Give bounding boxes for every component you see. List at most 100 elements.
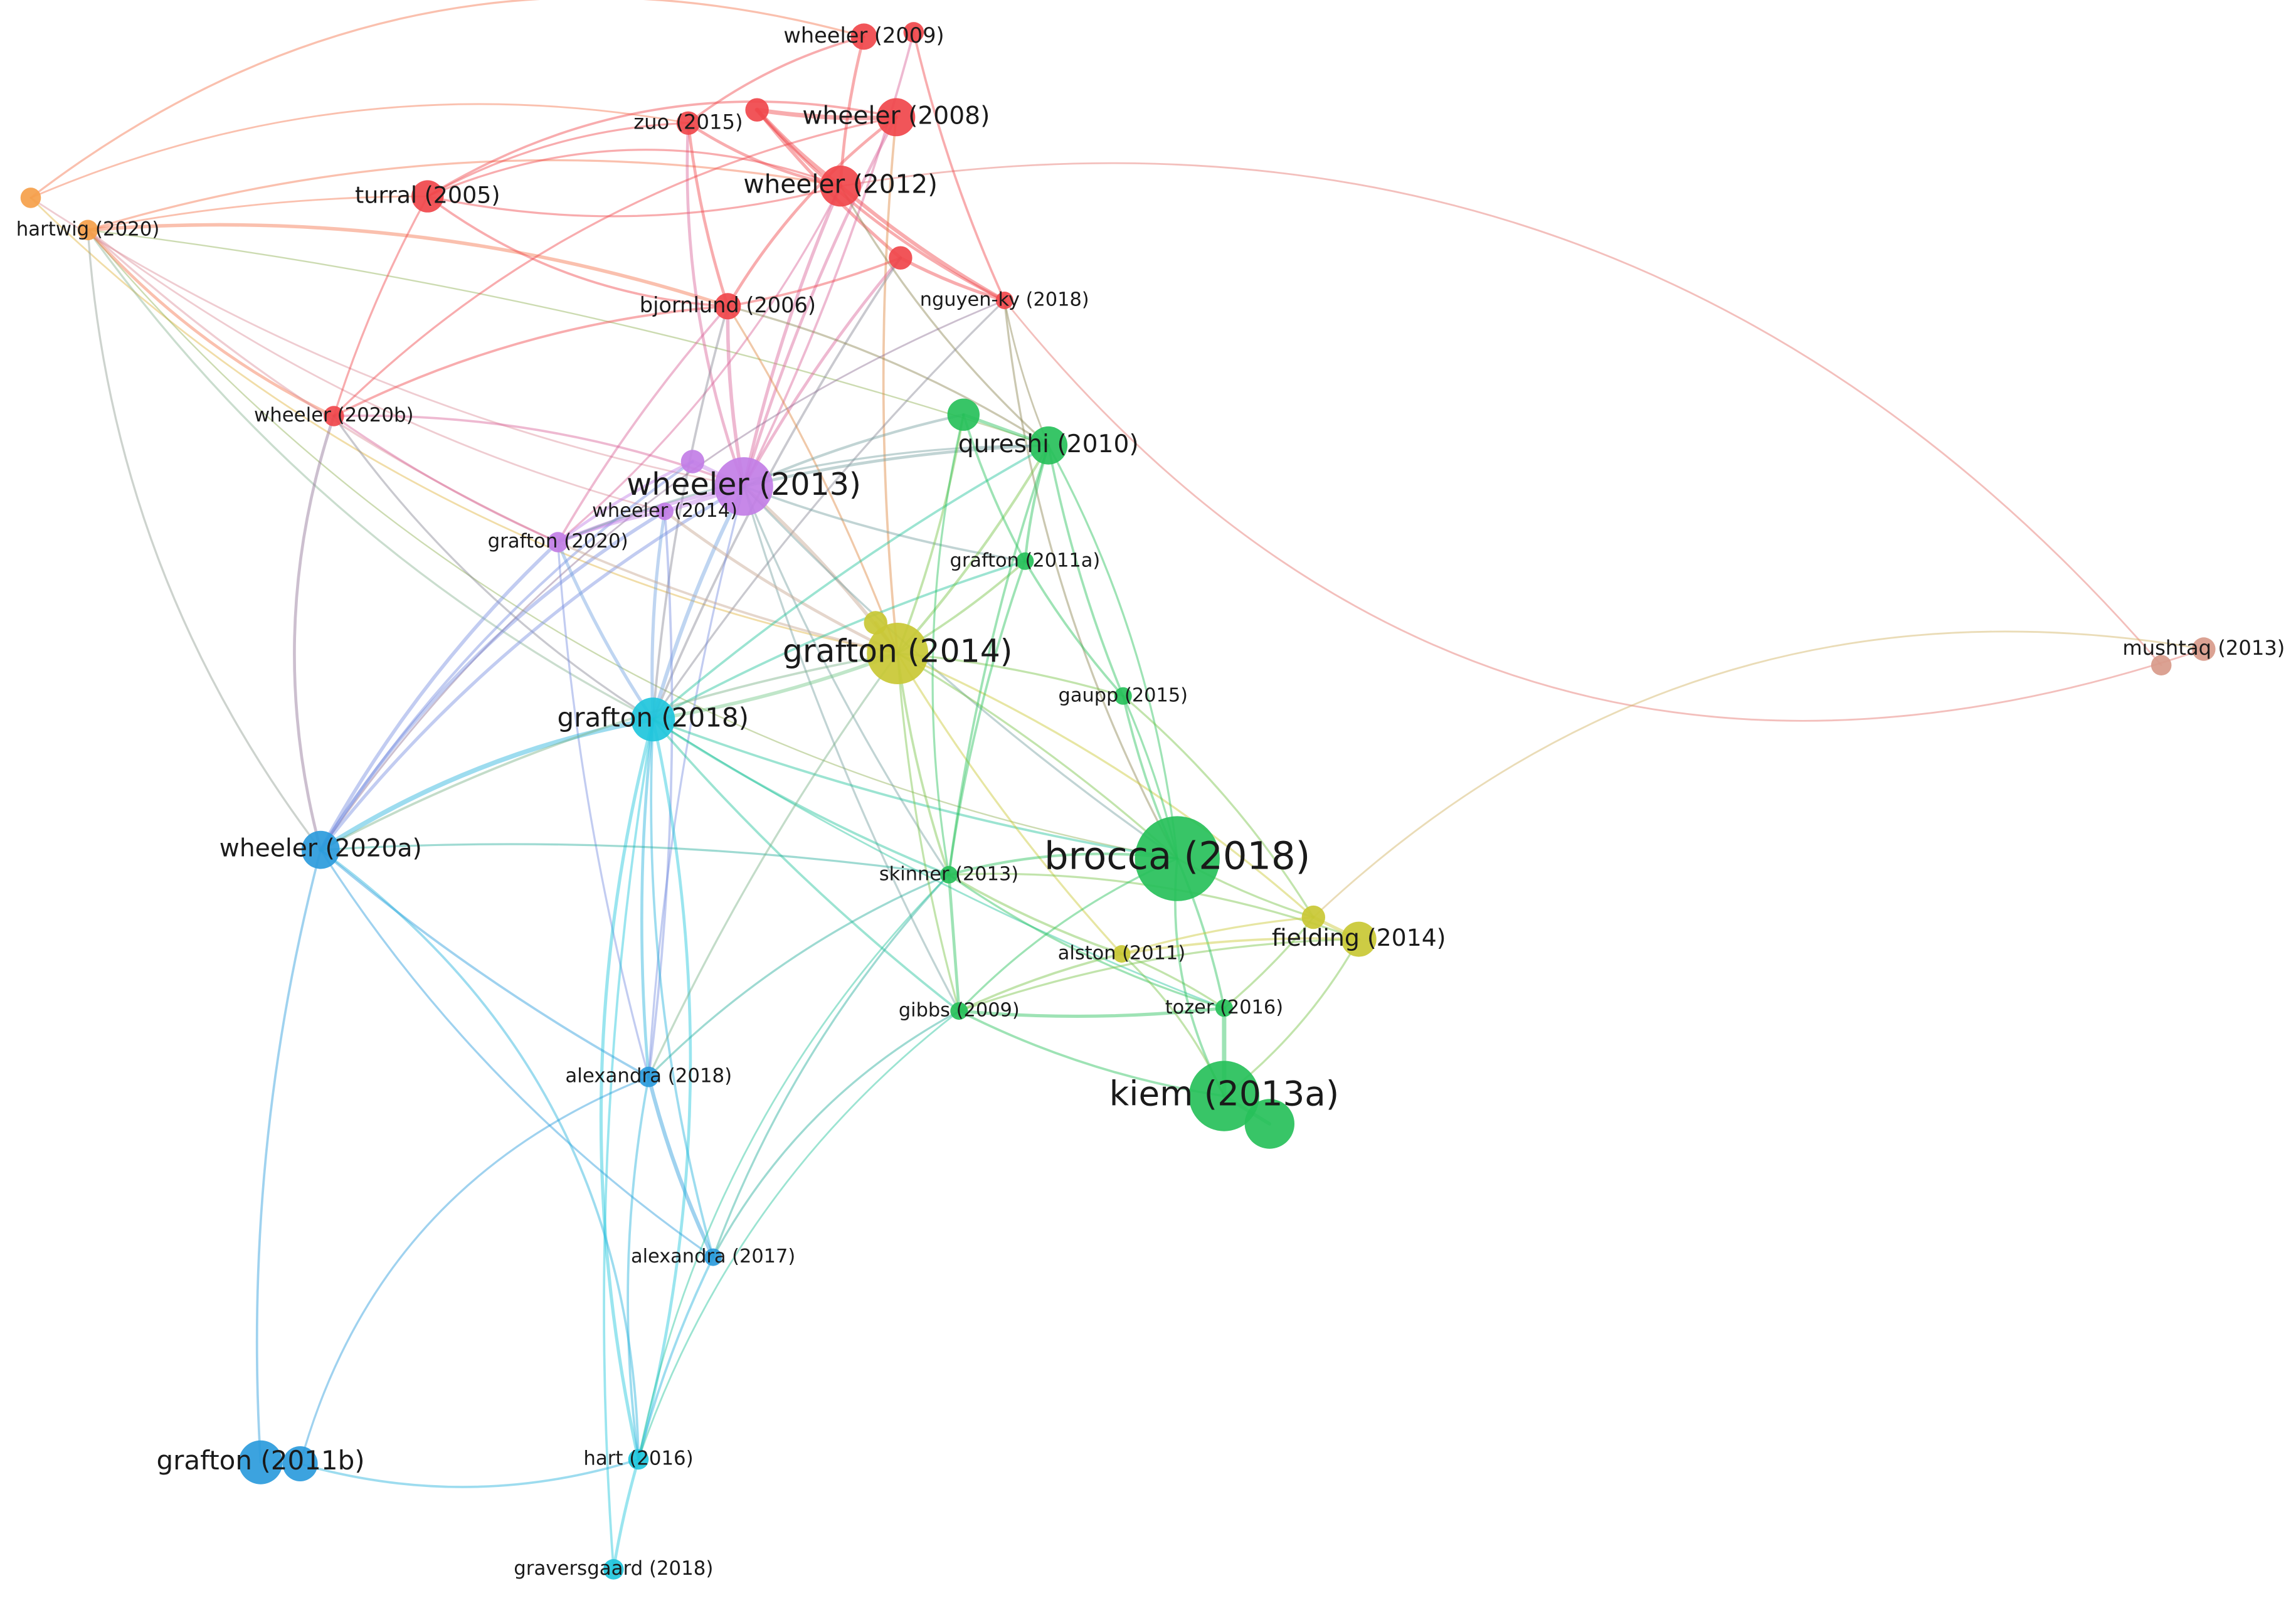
- node-label-fielding2014[interactable]: fielding (2014): [1272, 924, 1446, 951]
- edge-wheeler2012-nguyenky2018: [839, 184, 1007, 303]
- node-wheeler2020a[interactable]: [301, 830, 340, 869]
- node-fielding2014[interactable]: [1341, 921, 1377, 957]
- edge-gaupp2015-fieldingtop: [1122, 695, 1315, 919]
- node-mushtaq2[interactable]: [2151, 655, 2172, 675]
- edge-grafton2020-alexandra2018: [556, 541, 650, 1078]
- node-wheeler2013[interactable]: [714, 457, 773, 516]
- edge-grafton2011a-gaupp2015: [1024, 559, 1124, 697]
- node-grafton2020[interactable]: [548, 532, 568, 553]
- node-kiem2[interactable]: [1244, 1099, 1294, 1149]
- node-label-qureshi2010[interactable]: qureshi (2010): [958, 430, 1139, 458]
- node-label-brocca2018[interactable]: brocca (2018): [1044, 835, 1310, 879]
- edge-hartwig2020-grafton2020: [87, 229, 559, 544]
- node-redsmall[interactable]: [889, 246, 913, 270]
- node-wheeler2009b[interactable]: [903, 22, 924, 43]
- node-zuo2015b[interactable]: [745, 98, 769, 122]
- edge-grafton2018-qureshi2010: [652, 444, 1050, 721]
- node-hartwig2020[interactable]: [77, 220, 98, 241]
- node-label-hart2016[interactable]: hart (2016): [583, 1447, 693, 1470]
- node-zuo2015[interactable]: [676, 111, 701, 135]
- node-label-alston2011[interactable]: alston (2011): [1058, 943, 1185, 965]
- node-label-grafton2011b[interactable]: grafton (2011b): [157, 1445, 365, 1476]
- node-label-gaupp2015[interactable]: gaupp (2015): [1059, 684, 1188, 706]
- node-label-alexandra2017[interactable]: alexandra (2017): [631, 1246, 795, 1267]
- node-label-grafton2018[interactable]: grafton (2018): [558, 702, 749, 733]
- edge-wheeler2012-turral2005: [426, 149, 842, 198]
- node-label-grafton2020[interactable]: grafton (2020): [488, 530, 628, 553]
- node-label-wheeler2014[interactable]: wheeler (2014): [592, 500, 738, 522]
- node-grafton2018[interactable]: [631, 697, 675, 742]
- node-bjornlund2006[interactable]: [714, 293, 741, 320]
- node-grafton2011b[interactable]: [238, 1440, 283, 1484]
- node-kiem2013a[interactable]: [1188, 1061, 1259, 1131]
- edge-orangetop-wheeler2013: [29, 197, 745, 488]
- node-gibbs2009[interactable]: [950, 1002, 968, 1020]
- node-purple2[interactable]: [680, 450, 705, 473]
- edge-grafton2018-grafton2014: [651, 652, 900, 722]
- node-alexandra2018[interactable]: [638, 1066, 659, 1087]
- node-greentop[interactable]: [947, 398, 980, 431]
- node-graversgaard2018[interactable]: [603, 1559, 624, 1580]
- node-label-wheeler2009[interactable]: wheeler (2009): [783, 23, 944, 48]
- edge-wheeler2013-gibbs2009: [743, 485, 960, 1012]
- node-label-wheeler2020b[interactable]: wheeler (2020b): [254, 404, 414, 426]
- node-wheeler2012[interactable]: [820, 166, 861, 207]
- node-turral2005[interactable]: [411, 180, 444, 213]
- edge-greentop-grafton2011a: [962, 413, 1027, 563]
- node-wheeler2014[interactable]: [656, 502, 674, 521]
- labels-layer: wheeler (2009) zuo (2015) wheeler (2008) tu…: [16, 23, 2285, 1580]
- node-label-mushtaq2013[interactable]: mushtaq (2013): [2122, 636, 2285, 660]
- node-brocca2018[interactable]: [1135, 816, 1220, 901]
- node-fieldingtop[interactable]: [1301, 905, 1325, 929]
- node-qureshi2010[interactable]: [1029, 426, 1068, 465]
- node-label-tozer2016[interactable]: tozer (2016): [1165, 997, 1283, 1018]
- node-tozer2016[interactable]: [1215, 999, 1233, 1017]
- node-label-wheeler2020a[interactable]: wheeler (2020a): [220, 835, 422, 863]
- node-label-bjornlund2006[interactable]: bjornlund (2006): [640, 293, 816, 317]
- node-label-zuo2015[interactable]: zuo (2015): [633, 110, 743, 134]
- node-wheeler2009[interactable]: [850, 23, 877, 50]
- node-label-wheeler2008[interactable]: wheeler (2008): [802, 102, 990, 130]
- node-hart2016[interactable]: [628, 1449, 649, 1470]
- node-label-grafton2014[interactable]: grafton (2014): [783, 633, 1013, 670]
- node-gaupp2015[interactable]: [1114, 687, 1132, 705]
- node-grafton2011b2[interactable]: [282, 1446, 318, 1481]
- node-label-skinner2013[interactable]: skinner (2013): [879, 863, 1018, 885]
- node-alston2011[interactable]: [1113, 945, 1131, 963]
- edge-grafton2020-qureshi2010: [556, 444, 1050, 544]
- edge-wheeler2020b-wheeler2008: [332, 116, 897, 418]
- node-alexandra2017[interactable]: [704, 1248, 722, 1266]
- node-label-wheeler2013[interactable]: wheeler (2013): [627, 467, 861, 502]
- edge-skinner2013-tozer2016: [948, 874, 1225, 1010]
- edge-alexandra2018-alexandra2017: [647, 1075, 716, 1259]
- node-yellowsmall[interactable]: [864, 611, 887, 635]
- edge-alexandra2018-hart2016: [627, 1076, 650, 1461]
- nodes-layer: [20, 22, 2216, 1580]
- node-wheeler2020b[interactable]: [324, 406, 344, 426]
- node-skinner2013[interactable]: [940, 865, 958, 884]
- edge-grafton2020-wheeler2020a: [319, 540, 560, 852]
- edge-hartwig2020-wheeler2020a: [87, 229, 322, 851]
- edge-bjornlund2006-grafton2014: [726, 305, 899, 655]
- node-orangetop[interactable]: [20, 188, 41, 208]
- node-label-turral2005[interactable]: turral (2005): [355, 182, 500, 209]
- node-label-kiem2013a[interactable]: kiem (2013a): [1109, 1074, 1340, 1114]
- node-wheeler2008[interactable]: [877, 98, 916, 137]
- node-label-wheeler2012[interactable]: wheeler (2012): [743, 169, 938, 199]
- node-grafton2011a[interactable]: [1016, 552, 1034, 570]
- edge-grafton2018-hart2016: [599, 717, 655, 1461]
- edge-hartwig2020-qureshi2010: [87, 229, 1049, 447]
- node-label-hartwig2020[interactable]: hartwig (2020): [16, 218, 160, 240]
- edge-wheeler2014-grafton2018: [650, 509, 667, 721]
- node-label-nguyenky2018[interactable]: nguyen-ky (2018): [920, 289, 1089, 311]
- node-label-grafton2011a[interactable]: grafton (2011a): [950, 549, 1101, 571]
- node-label-gibbs2009[interactable]: gibbs (2009): [899, 1000, 1020, 1022]
- node-label-graversgaard2018[interactable]: graversgaard (2018): [514, 1557, 713, 1580]
- edge-orangetop-grafton2014: [29, 197, 899, 655]
- edge-hartwig2020-wheeler2020b: [86, 228, 336, 418]
- edge-wheeler2008-wheeler2013: [742, 115, 898, 489]
- node-label-alexandra2018[interactable]: alexandra (2018): [565, 1065, 732, 1087]
- node-grafton2014[interactable]: [867, 623, 929, 684]
- node-nguyenky2018[interactable]: [995, 292, 1013, 309]
- node-mushtaq2013[interactable]: [2192, 637, 2216, 661]
